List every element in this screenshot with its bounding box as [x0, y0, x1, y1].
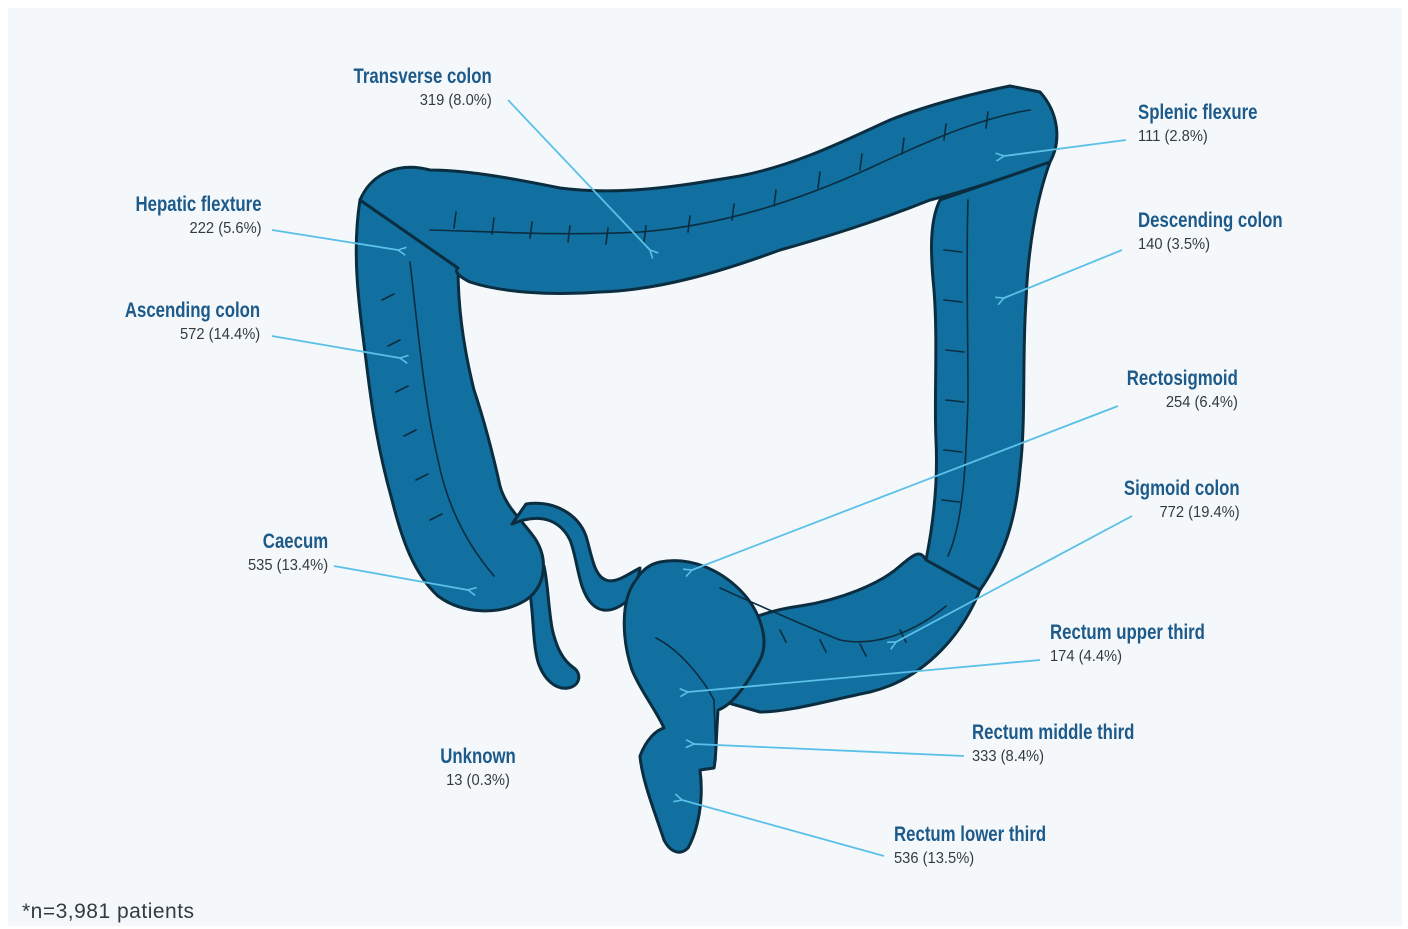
region-name: Rectosigmoid: [1127, 368, 1238, 389]
region-value: 333 (8.4%): [972, 749, 1159, 765]
arrow-rectosigmoid: [692, 406, 1118, 570]
label-rectum-middle-third: Rectum middle third 333 (8.4%): [972, 722, 1175, 765]
region-value: 13 (0.3%): [423, 773, 533, 789]
label-sigmoid-colon: Sigmoid colon 772 (19.4%): [1095, 478, 1240, 521]
arrow-rectum-middle-third: [694, 744, 964, 756]
region-value: 572 (14.4%): [104, 327, 260, 343]
region-value: 140 (3.5%): [1138, 237, 1304, 253]
label-ascending-colon: Ascending colon 572 (14.4%): [91, 300, 260, 343]
region-value: 535 (13.4%): [248, 558, 328, 574]
region-value: 222 (5.6%): [117, 221, 262, 237]
region-value: 536 (13.5%): [894, 851, 1069, 867]
region-value: 111 (2.8%): [1138, 129, 1275, 145]
label-rectum-lower-third: Rectum lower third 536 (13.5%): [894, 824, 1084, 867]
region-value: 319 (8.0%): [333, 93, 492, 109]
label-unknown: Unknown 13 (0.3%): [418, 746, 538, 789]
descending-colon-shape: [926, 162, 1050, 590]
footnote: *n=3,981 patients: [22, 900, 195, 924]
region-name: Splenic flexure: [1138, 102, 1258, 123]
label-caecum: Caecum 535 (13.4%): [241, 531, 328, 574]
region-name: Rectum upper third: [1050, 622, 1205, 643]
region-name: Hepatic flexture: [136, 194, 262, 215]
region-name: Caecum: [258, 531, 328, 552]
region-name: Rectum lower third: [894, 824, 1046, 845]
label-splenic-flexure: Splenic flexure 111 (2.8%): [1138, 102, 1287, 145]
region-name: Unknown: [430, 746, 526, 767]
arrow-rectum-lower-third: [682, 800, 884, 856]
region-value: 254 (6.4%): [1110, 395, 1238, 411]
region-name: Rectum middle third: [972, 722, 1134, 743]
label-hepatic-flexture: Hepatic flexture 222 (5.6%): [104, 194, 262, 237]
label-rectosigmoid: Rectosigmoid 254 (6.4%): [1099, 368, 1238, 411]
label-transverse-colon: Transverse colon 319 (8.0%): [319, 66, 492, 109]
region-name: Ascending colon: [125, 300, 260, 321]
region-name: Transverse colon: [354, 66, 492, 87]
region-name: Sigmoid colon: [1124, 478, 1240, 499]
label-descending-colon: Descending colon 140 (3.5%): [1138, 210, 1319, 253]
label-rectum-upper-third: Rectum upper third 174 (4.4%): [1050, 622, 1244, 665]
region-name: Descending colon: [1138, 210, 1283, 231]
region-value: 174 (4.4%): [1050, 649, 1228, 665]
region-value: 772 (19.4%): [1107, 505, 1240, 521]
